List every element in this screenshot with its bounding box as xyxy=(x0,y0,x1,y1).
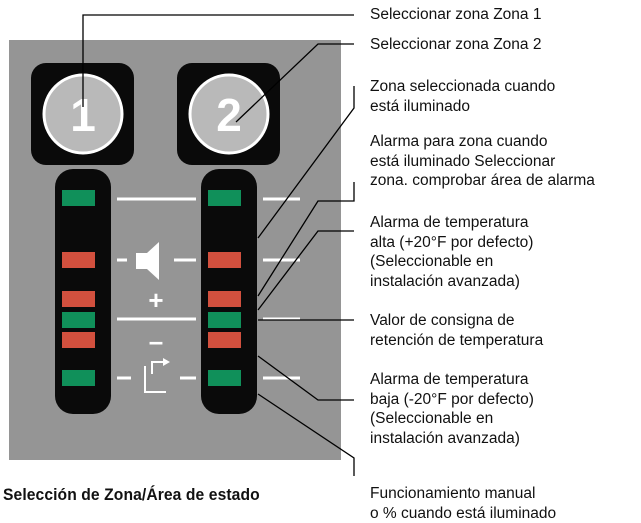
zone-2-high-alarm-led xyxy=(208,252,241,268)
callout-zone-1: Seleccionar zona Zona 1 xyxy=(370,6,542,23)
zone-1-upper-band-led xyxy=(62,291,95,307)
zone-1-leds xyxy=(62,190,95,386)
zone-1-zone-alarm-led xyxy=(62,190,95,206)
zone-1-setpoint-led xyxy=(62,312,95,328)
zone-2-number: 2 xyxy=(216,89,242,141)
plus-symbol: + xyxy=(148,285,163,315)
zone-1-button[interactable]: 1 xyxy=(31,63,134,165)
callout-setpoint: Valor de consigna de retención de temper… xyxy=(370,312,544,349)
callout-zone-alarm: Alarma para zona cuando está iluminado S… xyxy=(370,133,595,189)
zone-1-high-alarm-led xyxy=(62,252,95,268)
zone-1-manual-led xyxy=(62,370,95,386)
callout-high-temp-alarm: Alarma de temperatura alta (+20°F por de… xyxy=(370,214,534,290)
zone-2-button[interactable]: 2 xyxy=(177,63,280,165)
zone-2-lower-band-led xyxy=(208,332,241,348)
speaker-icon xyxy=(136,242,159,280)
zone-2-leds xyxy=(208,190,241,386)
zone-2-upper-band-led xyxy=(208,291,241,307)
zone-2-setpoint-led xyxy=(208,312,241,328)
figure-caption: Selección de Zona/Área de estado xyxy=(3,485,260,504)
center-separators xyxy=(117,197,196,380)
callout-zone-selected: Zona seleccionada cuando está iluminado xyxy=(370,78,556,115)
minus-symbol: – xyxy=(149,326,163,356)
zone-1-lower-band-led xyxy=(62,332,95,348)
zone-2-manual-led xyxy=(208,370,241,386)
callout-low-temp-alarm: Alarma de temperatura baja (-20°F por de… xyxy=(370,371,534,447)
callout-zone-2: Seleccionar zona Zona 2 xyxy=(370,36,542,53)
right-separators xyxy=(263,197,300,380)
zone-2-zone-alarm-led xyxy=(208,190,241,206)
manual-mode-icon xyxy=(144,358,170,393)
callout-manual-mode: Funcionamiento manual o % cuando está il… xyxy=(370,485,557,522)
leader-lines xyxy=(82,14,355,476)
